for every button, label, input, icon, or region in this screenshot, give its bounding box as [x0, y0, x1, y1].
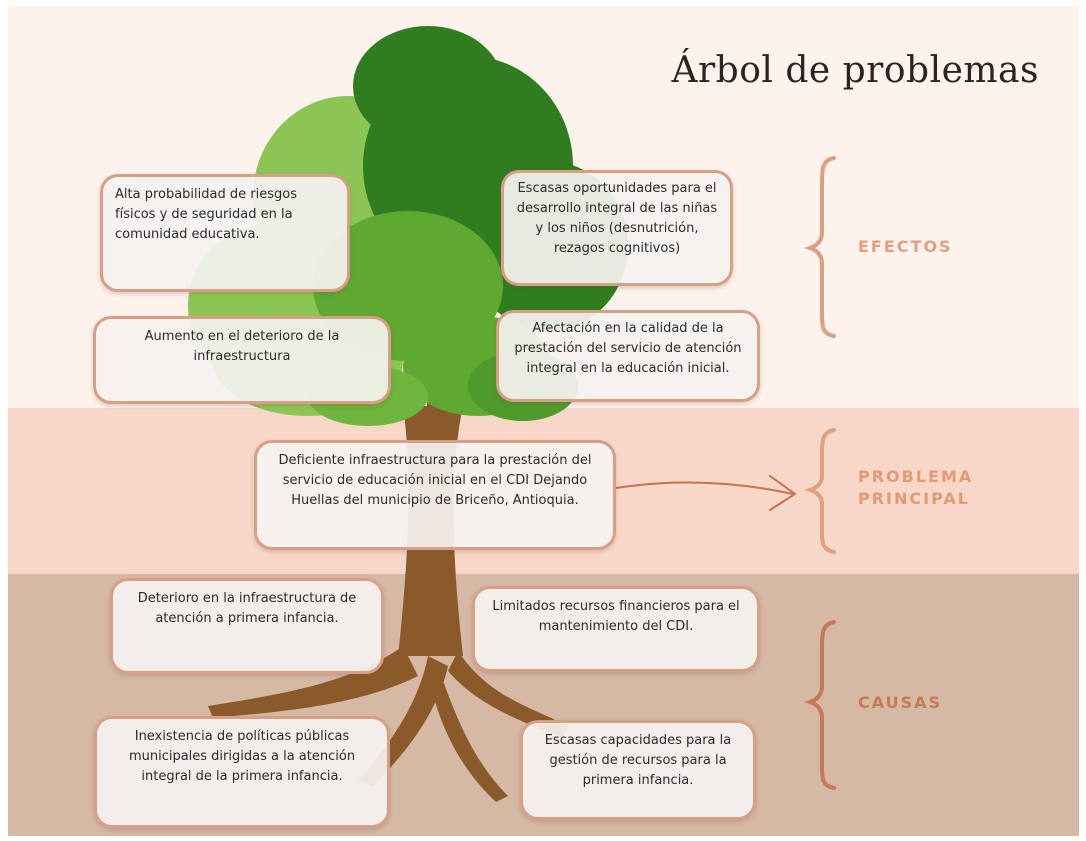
label-causas: CAUSAS — [858, 693, 943, 712]
cause-text-2: Limitados recursos financieros para el m… — [492, 599, 740, 634]
effect-text-3: Aumento en el deterioro de la infraestru… — [144, 329, 340, 364]
main-problem-text: Deficiente infraestructura para la prest… — [278, 453, 592, 508]
label-problema-line1: PROBLEMA — [858, 467, 974, 486]
label-problema-line2: PRINCIPAL — [858, 489, 970, 508]
cause-text-4: Escasas capacidades para la gestión de r… — [544, 733, 732, 788]
effect-box-2: Escasas oportunidades para el desarrollo… — [501, 170, 733, 286]
problem-tree-canvas: Árbol de problemas Alta probabilidad de … — [8, 6, 1079, 836]
problem-arrow-head — [769, 475, 797, 511]
effect-text-1: Alta probabilidad de riesgos físicos y d… — [115, 187, 297, 242]
brace-efectos — [803, 156, 836, 338]
main-problem-box: Deficiente infraestructura para la prest… — [254, 440, 616, 550]
brace-problema — [803, 428, 836, 554]
cause-text-1: Deterioro en la infraestructura de atenc… — [137, 591, 357, 626]
effect-box-4: Afectación en la calidad de la prestació… — [496, 310, 760, 402]
effect-box-1: Alta probabilidad de riesgos físicos y d… — [100, 174, 350, 292]
cause-box-1: Deterioro en la infraestructura de atenc… — [110, 578, 384, 674]
problem-arrow — [615, 481, 794, 495]
cause-box-2: Limitados recursos financieros para el m… — [472, 586, 760, 672]
cause-box-3: Inexistencia de políticas públicas munic… — [94, 716, 390, 828]
cause-box-4: Escasas capacidades para la gestión de r… — [520, 720, 756, 820]
effect-box-3: Aumento en el deterioro de la infraestru… — [93, 316, 391, 404]
label-efectos: EFECTOS — [858, 237, 953, 256]
effect-text-4: Afectación en la calidad de la prestació… — [514, 321, 742, 376]
page-title: Árbol de problemas — [671, 50, 1039, 91]
cause-text-3: Inexistencia de políticas públicas munic… — [128, 729, 356, 784]
brace-causas — [803, 620, 836, 790]
effect-text-2: Escasas oportunidades para el desarrollo… — [516, 181, 718, 256]
label-problema-principal: PROBLEMA PRINCIPAL — [858, 466, 973, 510]
